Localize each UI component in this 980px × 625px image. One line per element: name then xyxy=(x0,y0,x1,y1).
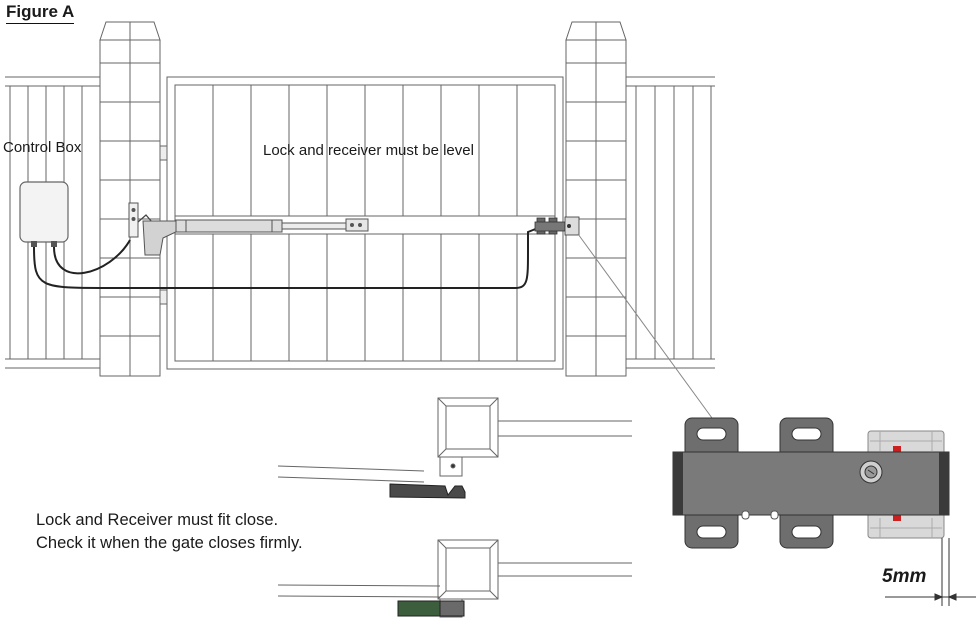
detail-gate-closed xyxy=(277,539,632,618)
fit-note-line2: Check it when the gate closes firmly. xyxy=(36,534,303,552)
figure-title: Figure A xyxy=(6,2,75,24)
gap-dimension-label: 5mm xyxy=(882,566,927,587)
right-fence xyxy=(626,76,715,369)
gap-dimension xyxy=(885,538,976,606)
level-note: Lock and receiver must be level xyxy=(263,142,474,159)
control-box xyxy=(19,181,69,247)
fit-note-line1: Lock and Receiver must fit close. xyxy=(36,511,279,529)
right-pillar xyxy=(565,21,627,377)
detail-leader-line xyxy=(577,233,713,419)
control-box-label: Control Box xyxy=(3,139,82,156)
detail-gate-open xyxy=(277,397,632,499)
lock-receiver-detail xyxy=(672,417,950,549)
gate-opener-arm xyxy=(128,202,369,256)
gate-lock-small xyxy=(534,216,580,236)
left-pillar xyxy=(99,21,161,377)
cables xyxy=(33,227,539,290)
